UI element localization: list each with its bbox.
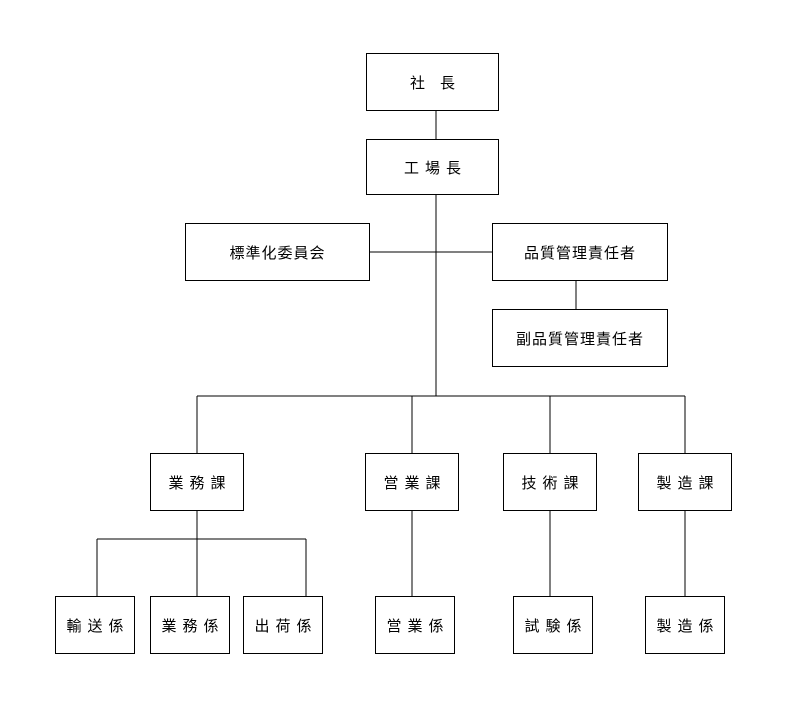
- business-section-box: 業務係: [150, 596, 230, 654]
- shipping-section-label: 出荷係: [254, 616, 318, 635]
- testing-section-box: 試験係: [513, 596, 593, 654]
- sales-section-label: 営業係: [386, 616, 450, 635]
- quality-manager-box: 品質管理責任者: [492, 223, 668, 281]
- transport-section-label: 輸送係: [66, 616, 130, 635]
- shipping-section-box: 出荷係: [243, 596, 323, 654]
- quality-manager-label: 品質管理責任者: [523, 243, 636, 262]
- deputy-quality-manager-label: 副品質管理責任者: [515, 329, 644, 348]
- president-label: 社 長: [409, 73, 455, 92]
- engineering-department-box: 技術課: [503, 453, 597, 511]
- sales-section-box: 営業係: [375, 596, 455, 654]
- manufacturing-section-box: 製造係: [645, 596, 725, 654]
- manufacturing-department-box: 製造課: [638, 453, 732, 511]
- transport-section-box: 輸送係: [55, 596, 135, 654]
- president-box: 社 長: [366, 53, 499, 111]
- manufacturing-department-label: 製造課: [656, 473, 720, 492]
- business-section-label: 業務係: [161, 616, 225, 635]
- standardization-committee-label: 標準化委員会: [229, 243, 326, 262]
- deputy-quality-manager-box: 副品質管理責任者: [492, 309, 668, 367]
- factory-manager-label: 工場長: [403, 158, 467, 177]
- sales-department-label: 営業課: [383, 473, 447, 492]
- standardization-committee-box: 標準化委員会: [185, 223, 370, 281]
- business-department-box: 業務課: [150, 453, 244, 511]
- engineering-department-label: 技術課: [521, 473, 585, 492]
- factory-manager-box: 工場長: [366, 139, 499, 195]
- business-department-label: 業務課: [168, 473, 232, 492]
- manufacturing-section-label: 製造係: [656, 616, 720, 635]
- testing-section-label: 試験係: [524, 616, 588, 635]
- sales-department-box: 営業課: [365, 453, 459, 511]
